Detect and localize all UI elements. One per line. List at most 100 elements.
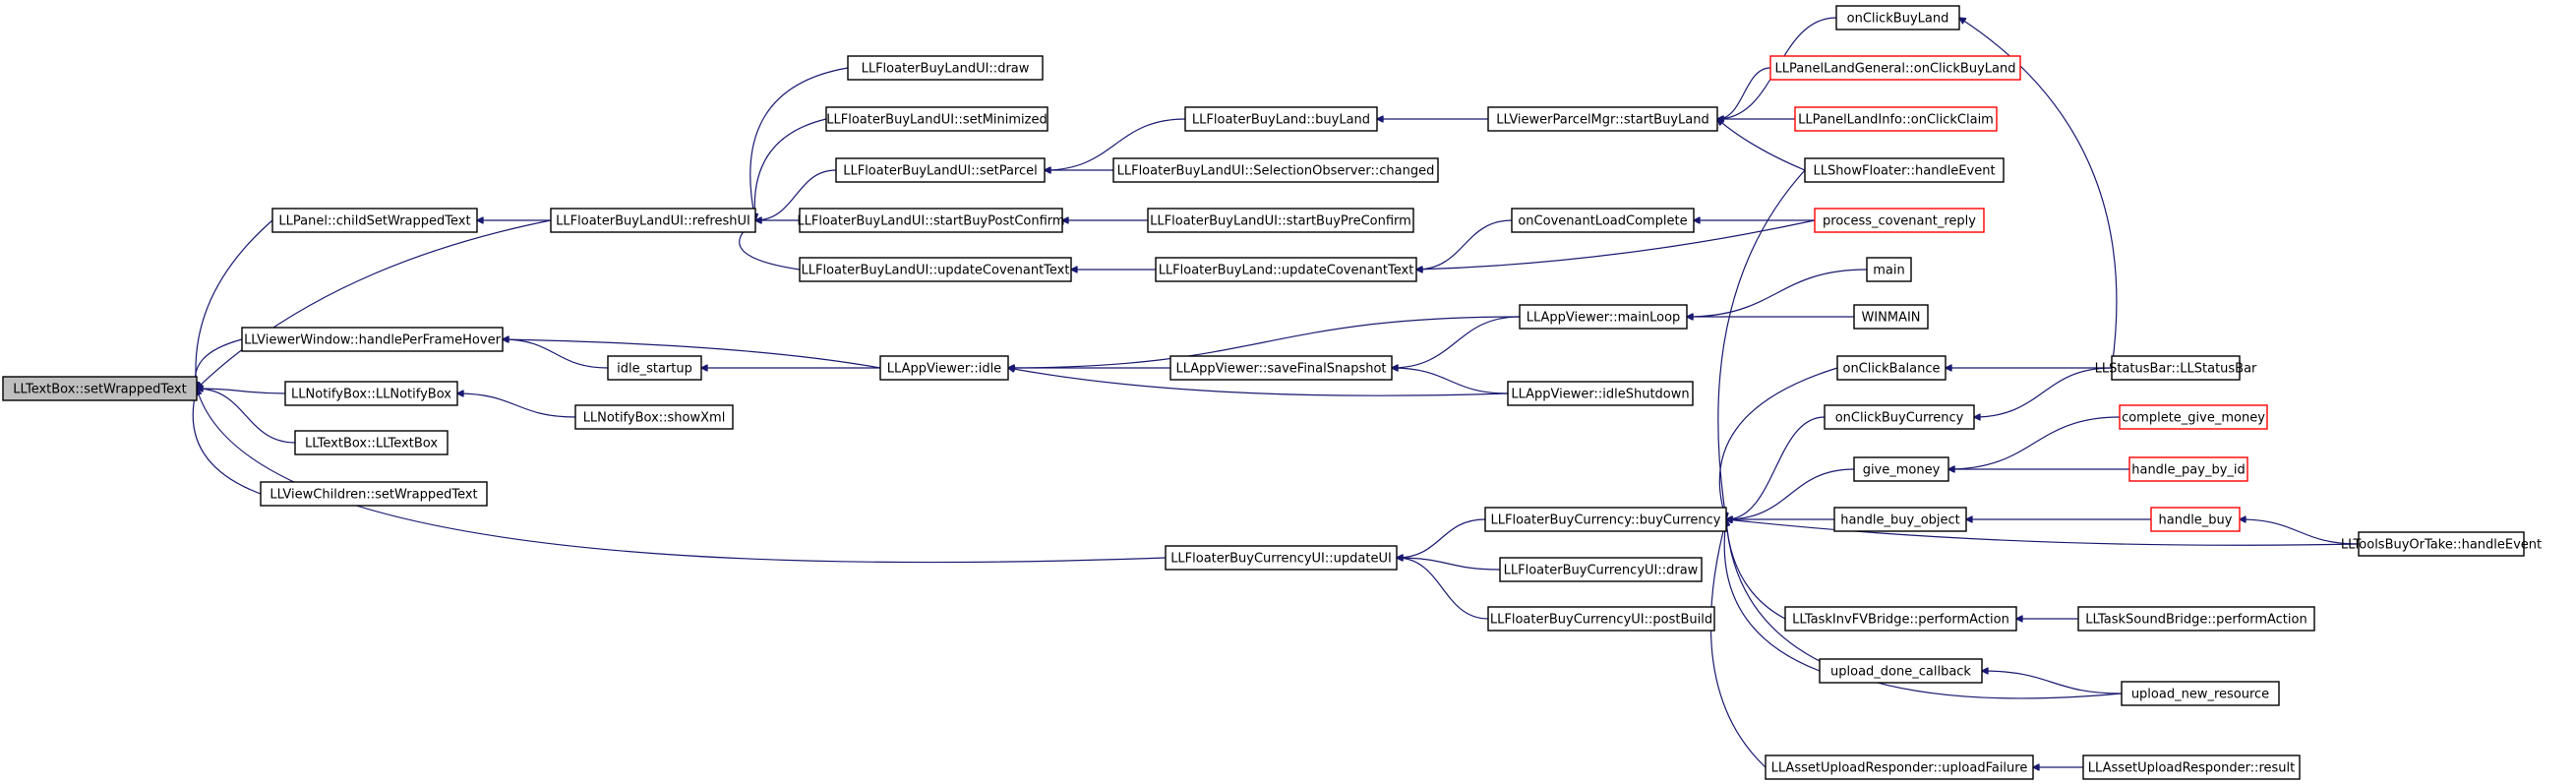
- node-box[interactable]: [1165, 545, 1398, 571]
- node-n3[interactable]: LLFloaterBuyLandUI::draw: [847, 55, 1044, 81]
- node-n22[interactable]: LLAppViewer::mainLoop: [1519, 304, 1688, 330]
- node-n7[interactable]: LLFloaterBuyLandUI::updateCovenantText: [799, 257, 1072, 282]
- node-box[interactable]: [1836, 355, 1947, 381]
- node-box[interactable]: [1184, 106, 1378, 132]
- node-box[interactable]: [2128, 456, 2248, 482]
- node-n19[interactable]: LLViewerWindow::handlePerFrameHover: [241, 327, 504, 352]
- node-n30[interactable]: LLViewChildren::setWrappedText: [260, 481, 488, 507]
- node-n11[interactable]: LLFloaterBuyLand::updateCovenantText: [1155, 257, 1417, 282]
- node-n20[interactable]: idle_startup: [607, 355, 702, 381]
- node-n18[interactable]: process_covenant_reply: [1814, 208, 1985, 233]
- node-box[interactable]: [1804, 157, 2005, 183]
- node-box[interactable]: [241, 327, 504, 352]
- node-n31[interactable]: LLFloaterBuyCurrencyUI::updateUI: [1165, 545, 1398, 571]
- node-n24[interactable]: WINMAIN: [1853, 304, 1929, 330]
- node-box[interactable]: [1487, 606, 1715, 632]
- node-box[interactable]: [1819, 658, 1983, 684]
- node-n15[interactable]: LLPanelLandInfo::onClickClaim: [1794, 106, 1998, 132]
- node-box[interactable]: [2077, 606, 2315, 632]
- node-box[interactable]: [1794, 106, 1998, 132]
- node-n33[interactable]: LLFloaterBuyCurrencyUI::draw: [1499, 557, 1703, 582]
- node-box[interactable]: [1769, 55, 2021, 81]
- node-n13[interactable]: onClickBuyLand: [1835, 5, 1960, 30]
- node-box[interactable]: [1487, 106, 1718, 132]
- node-box[interactable]: [271, 208, 478, 233]
- node-box[interactable]: [1147, 208, 1414, 233]
- node-n44[interactable]: LLTaskInvFVBridge::performAction: [1784, 606, 2017, 632]
- node-n38[interactable]: give_money: [1853, 456, 1949, 482]
- node-n25[interactable]: LLAppViewer::saveFinalSnapshot: [1169, 355, 1393, 381]
- node-box[interactable]: [574, 404, 734, 430]
- node-n16[interactable]: LLShowFloater::handleEvent: [1804, 157, 2005, 183]
- node-n47[interactable]: upload_new_resource: [2121, 681, 2280, 706]
- node-box[interactable]: [284, 381, 458, 406]
- node-box[interactable]: [799, 208, 1063, 233]
- node-n10[interactable]: LLFloaterBuyLandUI::startBuyPreConfirm: [1147, 208, 1414, 233]
- node-n41[interactable]: handle_buy_object: [1833, 507, 1967, 532]
- node-box[interactable]: [799, 257, 1072, 282]
- node-box[interactable]: [2, 376, 198, 401]
- node-box[interactable]: [607, 355, 702, 381]
- node-box[interactable]: [1507, 381, 1694, 406]
- node-n37[interactable]: LLStatusBar::LLStatusBar: [2095, 355, 2257, 381]
- node-box[interactable]: [1814, 208, 1985, 233]
- node-box[interactable]: [1484, 507, 1727, 532]
- node-n2[interactable]: LLFloaterBuyLandUI::refreshUI: [550, 208, 756, 233]
- node-box[interactable]: [1853, 304, 1929, 330]
- node-box[interactable]: [1511, 208, 1695, 233]
- node-n36[interactable]: onClickBuyCurrency: [1824, 404, 1975, 430]
- node-n35[interactable]: onClickBalance: [1836, 355, 1947, 381]
- node-box[interactable]: [1169, 355, 1393, 381]
- node-box[interactable]: [2111, 355, 2241, 381]
- node-n26[interactable]: LLAppViewer::idleShutdown: [1507, 381, 1694, 406]
- node-n48[interactable]: LLAssetUploadResponder::uploadFailure: [1765, 754, 2034, 780]
- node-n0[interactable]: LLTextBox::setWrappedText: [2, 376, 198, 401]
- node-n8[interactable]: LLFloaterBuyLand::buyLand: [1184, 106, 1378, 132]
- node-box[interactable]: [1155, 257, 1417, 282]
- node-box[interactable]: [879, 355, 1009, 381]
- node-n29[interactable]: LLTextBox::LLTextBox: [294, 430, 449, 455]
- node-box[interactable]: [2119, 404, 2268, 430]
- node-n27[interactable]: LLNotifyBox::LLNotifyBox: [284, 381, 458, 406]
- node-n21[interactable]: LLAppViewer::idle: [879, 355, 1009, 381]
- node-n23[interactable]: main: [1866, 257, 1912, 282]
- node-n39[interactable]: complete_give_money: [2119, 404, 2268, 430]
- node-box[interactable]: [260, 481, 488, 507]
- node-box[interactable]: [1519, 304, 1688, 330]
- node-n32[interactable]: LLFloaterBuyCurrency::buyCurrency: [1484, 507, 1727, 532]
- node-n34[interactable]: LLFloaterBuyCurrencyUI::postBuild: [1487, 606, 1715, 632]
- node-box[interactable]: [2150, 507, 2241, 532]
- node-box[interactable]: [1112, 157, 1439, 183]
- node-n17[interactable]: onCovenantLoadComplete: [1511, 208, 1695, 233]
- node-box[interactable]: [825, 106, 1048, 132]
- node-n12[interactable]: LLViewerParcelMgr::startBuyLand: [1487, 106, 1718, 132]
- node-box[interactable]: [1499, 557, 1703, 582]
- node-n14[interactable]: LLPanelLandGeneral::onClickBuyLand: [1769, 55, 2021, 81]
- node-n6[interactable]: LLFloaterBuyLandUI::startBuyPostConfirm: [797, 208, 1065, 233]
- node-box[interactable]: [2358, 531, 2525, 557]
- node-box[interactable]: [847, 55, 1044, 81]
- node-box[interactable]: [1833, 507, 1967, 532]
- node-n4[interactable]: LLFloaterBuyLandUI::setMinimized: [825, 106, 1048, 132]
- node-n1[interactable]: LLPanel::childSetWrappedText: [271, 208, 478, 233]
- node-n28[interactable]: LLNotifyBox::showXml: [574, 404, 734, 430]
- node-box[interactable]: [1824, 404, 1975, 430]
- node-box[interactable]: [2082, 754, 2301, 780]
- node-box[interactable]: [2121, 681, 2280, 706]
- node-n49[interactable]: LLAssetUploadResponder::result: [2082, 754, 2301, 780]
- node-n46[interactable]: upload_done_callback: [1819, 658, 1983, 684]
- node-n42[interactable]: handle_buy: [2150, 507, 2241, 532]
- node-box[interactable]: [1765, 754, 2034, 780]
- node-box[interactable]: [835, 157, 1046, 183]
- node-box[interactable]: [1853, 456, 1949, 482]
- node-box[interactable]: [1866, 257, 1912, 282]
- node-box[interactable]: [550, 208, 756, 233]
- node-box[interactable]: [1835, 5, 1960, 30]
- node-n40[interactable]: handle_pay_by_id: [2128, 456, 2248, 482]
- node-n43[interactable]: LLToolsBuyOrTake::handleEvent: [2341, 531, 2542, 557]
- node-n9[interactable]: LLFloaterBuyLandUI::SelectionObserver::c…: [1112, 157, 1439, 183]
- node-box[interactable]: [294, 430, 449, 455]
- node-box[interactable]: [1784, 606, 2017, 632]
- node-n5[interactable]: LLFloaterBuyLandUI::setParcel: [835, 157, 1046, 183]
- node-n45[interactable]: LLTaskSoundBridge::performAction: [2077, 606, 2315, 632]
